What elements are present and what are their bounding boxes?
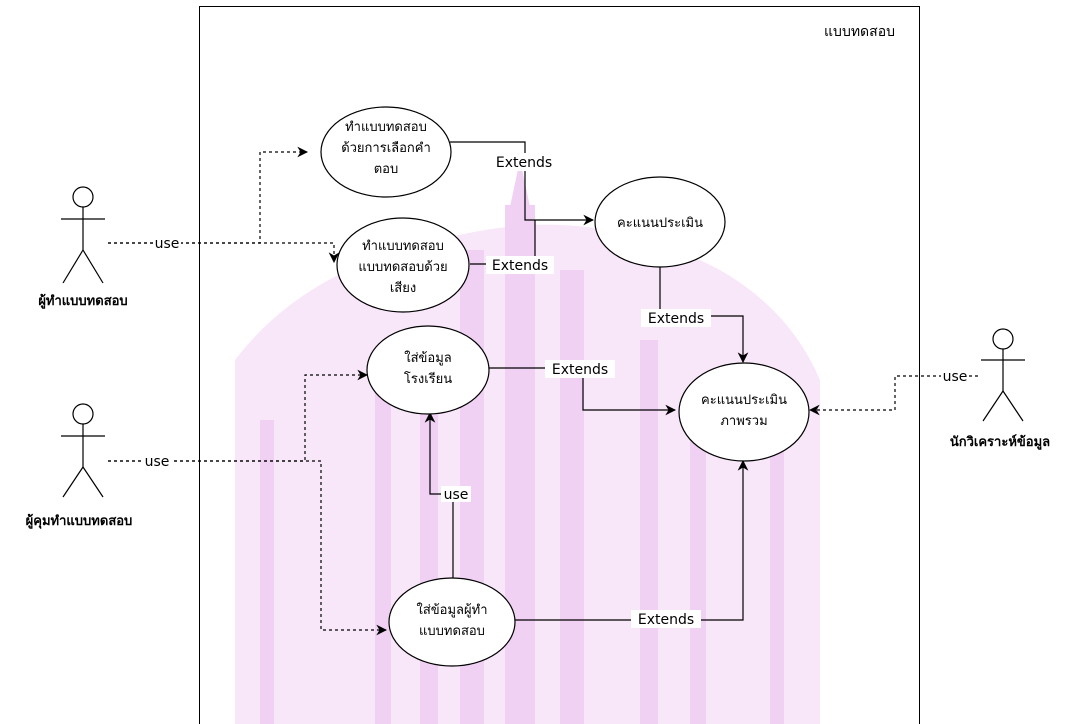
label-extends-school: Extends bbox=[552, 362, 608, 378]
svg-text:คะแนนประเมินภาพรวม: คะแนนประเมินภาพรวม bbox=[701, 393, 787, 429]
actor-head-icon bbox=[72, 403, 94, 425]
usecase-score[interactable]: คะแนนประเมิน bbox=[594, 176, 726, 268]
label-extends-takerinfo: Extends bbox=[638, 612, 694, 628]
actor-analyst-label: นักวิเคราะห์ข้อมูล bbox=[950, 434, 1050, 450]
system-boundary bbox=[199, 6, 920, 724]
label-use-analyst: use bbox=[943, 369, 968, 385]
connector-takerinfo-overall bbox=[515, 459, 749, 621]
actor-head-icon bbox=[992, 328, 1014, 350]
svg-text:ใส่ข้อมูลโรงเรียน: ใส่ข้อมูลโรงเรียน bbox=[404, 350, 452, 387]
actor-test-taker[interactable] bbox=[61, 186, 105, 284]
label-extends-voice: Extends bbox=[492, 258, 548, 274]
connector-choice-score bbox=[450, 141, 595, 226]
svg-text:ใส่ข้อมูลผู้ทำแบบทดสอบ: ใส่ข้อมูลผู้ทำแบบทดสอบ bbox=[417, 602, 488, 639]
connector-school-overall bbox=[488, 367, 677, 416]
label-use-proctor: use bbox=[145, 454, 170, 470]
label-use-taker: use bbox=[155, 236, 180, 252]
label-extends-score: Extends bbox=[648, 311, 704, 327]
svg-text:ทำแบบทดสอบด้วยการเลือกคำตอบ: ทำแบบทดสอบด้วยการเลือกคำตอบ bbox=[341, 120, 431, 177]
system-title: แบบทดสอบ bbox=[824, 24, 895, 40]
usecase-taker-info[interactable]: ใส่ข้อมูลผู้ทำแบบทดสอบ bbox=[388, 577, 516, 667]
actor-analyst[interactable] bbox=[981, 328, 1025, 422]
usecase-overall-score[interactable]: คะแนนประเมินภาพรวม bbox=[678, 362, 810, 462]
actor-head-icon bbox=[72, 186, 94, 208]
usecase-voice-test[interactable]: ทำแบบทดสอบแบบทดสอบด้วยเสียง bbox=[336, 217, 470, 313]
actor-proctor[interactable] bbox=[61, 403, 105, 498]
connector-proctor-takerinfo bbox=[108, 460, 388, 636]
usecase-school-info[interactable]: ใส่ข้อมูลโรงเรียน bbox=[366, 325, 490, 415]
label-use-takerinfo: use bbox=[444, 487, 469, 503]
actor-test-taker-label: ผู้ทำแบบทดสอบ bbox=[38, 293, 127, 309]
svg-text:คะแนนประเมิน: คะแนนประเมิน bbox=[617, 216, 703, 231]
svg-text:ทำแบบทดสอบแบบทดสอบด้วยเสียง: ทำแบบทดสอบแบบทดสอบด้วยเสียง bbox=[358, 239, 447, 296]
connector-taker-voice bbox=[108, 242, 340, 264]
actor-proctor-label: ผู้คุมทำแบบทดสอบ bbox=[26, 513, 133, 529]
connector-taker-choice bbox=[108, 146, 309, 244]
label-extends-choice: Extends bbox=[496, 155, 552, 171]
connector-labels: use Extends Extends Extends Extends use … bbox=[141, 153, 969, 628]
usecase-choice-test[interactable]: ทำแบบทดสอบด้วยการเลือกคำตอบ bbox=[320, 106, 452, 198]
